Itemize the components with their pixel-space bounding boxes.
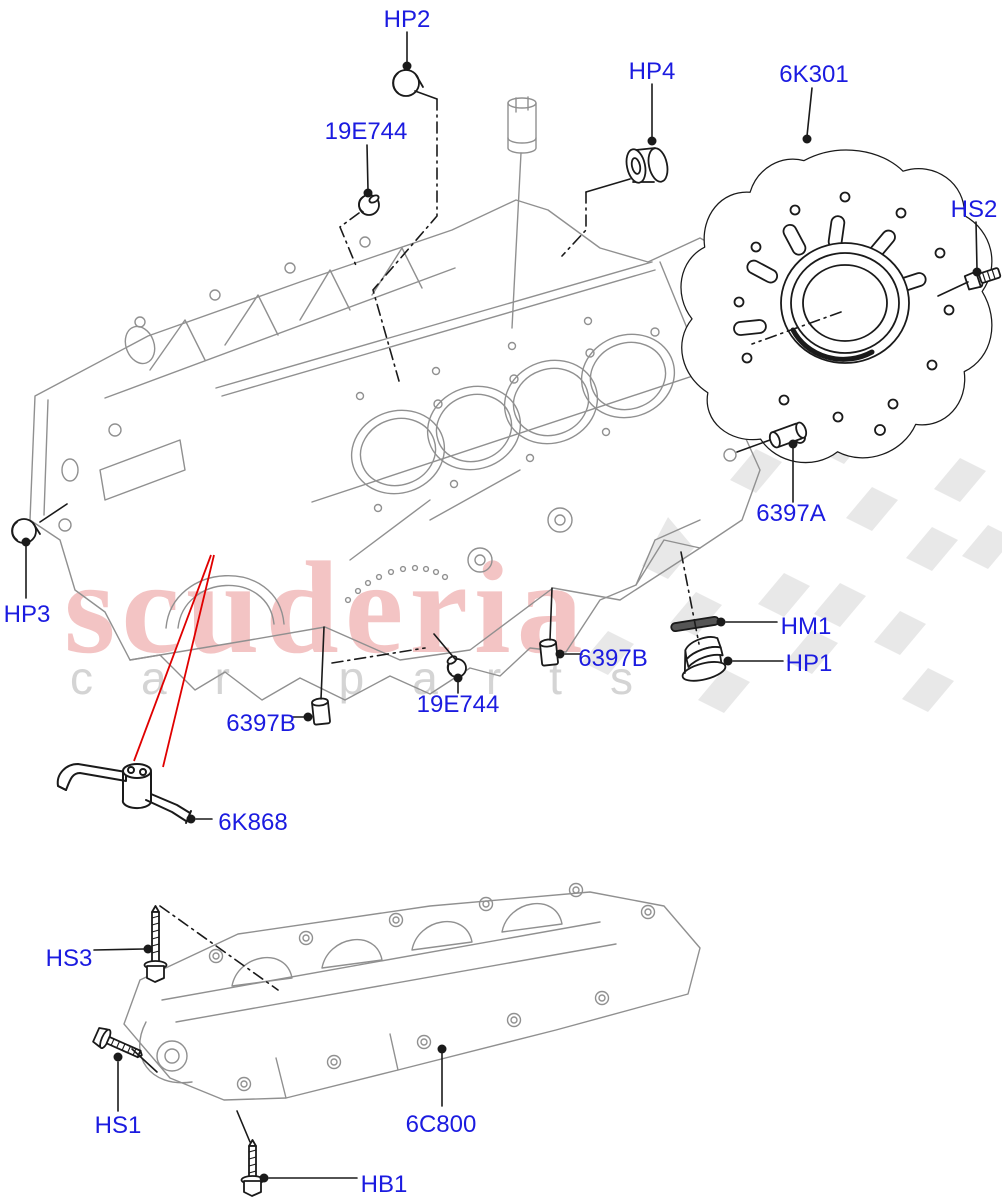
part-label-19e744-top[interactable]: 19E744 (325, 118, 408, 145)
part-6k301-seal-plate (680, 149, 993, 464)
part-6k868-oil-jet (56, 763, 192, 824)
part-hp3-cup-plug (11, 518, 41, 544)
part-label-hm1[interactable]: HM1 (781, 613, 832, 640)
part-label-hb1[interactable]: HB1 (361, 1171, 408, 1198)
leader-dots (21, 61, 982, 1183)
part-label-hp3[interactable]: HP3 (4, 601, 51, 628)
leader-lines (21, 31, 982, 1183)
dash-dot-reference-lines (159, 98, 842, 991)
watermark-subtext: car parts (70, 652, 681, 704)
part-label-hs3[interactable]: HS3 (46, 945, 93, 972)
part-label-6397a[interactable]: 6397A (756, 500, 825, 527)
windage-tray-drawing (123, 882, 701, 1101)
engine-block-drawing (29, 96, 761, 1101)
parts-layer (11, 69, 1002, 1197)
red-callout-lines (133, 554, 215, 768)
part-hb1-bolt (240, 1139, 265, 1197)
part-hs3-bolt (143, 905, 168, 983)
part-label-hp1[interactable]: HP1 (786, 650, 833, 677)
part-labels: HP2 19E744 HP4 6K301 HS2 HP3 6397A HM1 H… (4, 6, 998, 1198)
part-label-19e744-bot[interactable]: 19E744 (417, 691, 500, 718)
part-label-6397b-mid[interactable]: 6397B (578, 645, 647, 672)
part-hp4-plug (625, 147, 669, 184)
part-label-6397b-left[interactable]: 6397B (226, 710, 295, 737)
part-hp1-plug (681, 636, 727, 682)
part-6397b-left (311, 697, 331, 726)
checkered-flag-graphic (582, 420, 1002, 713)
part-label-6c800[interactable]: 6C800 (406, 1111, 477, 1138)
part-label-hs1[interactable]: HS1 (95, 1112, 142, 1139)
part-label-hp2[interactable]: HP2 (384, 6, 431, 33)
part-label-hs2[interactable]: HS2 (951, 196, 998, 223)
part-6397a-dowel (768, 421, 808, 449)
part-label-6k868[interactable]: 6K868 (218, 809, 287, 836)
part-19e744-bottom-plug (446, 655, 467, 678)
watermark-layer: scuderia car parts (64, 420, 1002, 713)
part-19e744-top-plug (358, 194, 380, 216)
part-hs1-bolt (92, 1027, 143, 1059)
part-6397b-mid (539, 638, 559, 667)
part-label-6k301[interactable]: 6K301 (779, 61, 848, 88)
part-label-hp4[interactable]: HP4 (629, 58, 676, 85)
